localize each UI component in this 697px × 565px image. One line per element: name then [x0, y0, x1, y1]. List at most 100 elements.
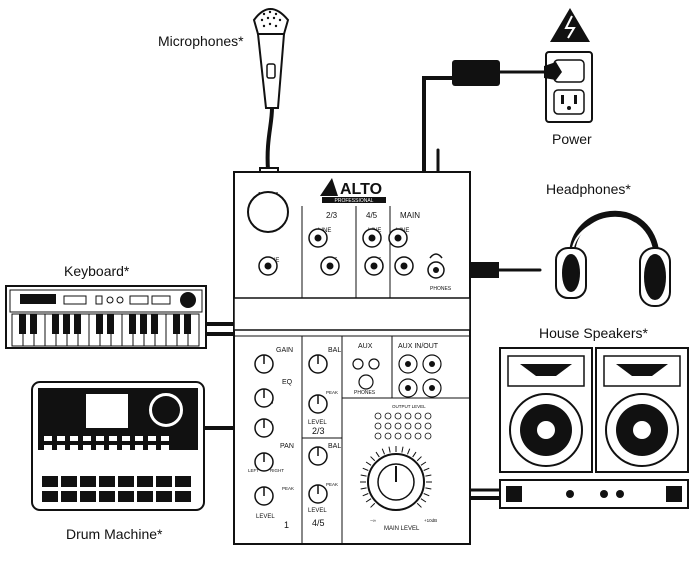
drum-control-button: [57, 436, 65, 441]
label-level-ch23: LEVEL: [308, 420, 327, 426]
output-level-led: [414, 412, 422, 420]
output-level-led: [384, 422, 392, 430]
label-level-ch1: LEVEL: [256, 514, 275, 520]
label-headphones: Headphones*: [546, 181, 631, 197]
main-level-tick: [416, 456, 422, 462]
aux-to-main-button: [368, 358, 380, 370]
drum-control-button: [122, 454, 130, 459]
drum-pad: [175, 476, 191, 487]
mic-input-jack: [247, 191, 289, 233]
main-level-tick: [375, 451, 380, 458]
label-main-level: MAIN LEVEL: [384, 526, 420, 532]
output-level-led: [394, 412, 402, 420]
keyboard-black-key: [184, 314, 191, 334]
keyboard-black-key: [151, 314, 158, 334]
label-phones-top: PHONES: [430, 286, 452, 292]
label-level-ch45: LEVEL: [308, 508, 327, 514]
main-level-tick: [425, 487, 432, 490]
keyboard-black-key: [19, 314, 26, 334]
main-level-tick: [362, 493, 369, 497]
drum-control-button: [96, 454, 104, 459]
main-level-tick: [420, 498, 427, 503]
label-ch45-top: 4/5: [366, 211, 378, 220]
label-microphones: Microphones*: [158, 33, 244, 49]
main-level-tick: [365, 461, 372, 466]
keyboard-black-key: [52, 314, 59, 334]
keyboard-black-key: [96, 314, 103, 334]
label-peak-ch1: PEAK: [282, 486, 294, 491]
main-level-tick: [425, 474, 432, 477]
mixer: ALTO PROFESSIONAL MIC 1 2/3 4/5 MAIN LIN…: [233, 171, 471, 545]
output-level-led: [374, 422, 382, 430]
drum-control-button: [122, 436, 130, 441]
main-level-tick: [420, 461, 427, 466]
mixer-logo: ALTO PROFESSIONAL: [320, 178, 386, 204]
output-level-led: [404, 422, 412, 430]
label-peak-ch23: PEAK: [326, 390, 338, 395]
gain-knob: [254, 354, 274, 374]
main-level-tick: [370, 502, 376, 508]
keyboard-black-key: [74, 314, 81, 334]
label-inf: −∞: [370, 518, 376, 523]
main-level-tick: [381, 448, 385, 455]
power-adapter: [452, 60, 500, 86]
drum-control-button: [70, 454, 78, 459]
main-level-tick: [407, 448, 411, 455]
main-level-tick: [360, 474, 367, 477]
headphone-symbol-icon: [429, 253, 443, 259]
label-aux: AUX: [358, 343, 373, 350]
drum-pad: [137, 491, 153, 502]
main-level-tick: [362, 467, 369, 471]
output-level-led: [394, 422, 402, 430]
drum-control-button: [57, 454, 65, 459]
label-ch23-bottom: 2/3: [312, 426, 325, 436]
drum-control-button: [135, 445, 143, 450]
ch23-bal-knob: [308, 354, 328, 374]
drum-pad: [80, 491, 96, 502]
keyboard-black-key: [63, 314, 70, 334]
main-level-tick: [388, 446, 391, 453]
power-outlet: [544, 8, 593, 123]
output-level-led: [384, 412, 392, 420]
label-eq: EQ: [282, 379, 293, 386]
label-ch45-bottom: 4/5: [312, 518, 325, 528]
keyboard-black-key: [129, 314, 136, 334]
drum-control-button: [109, 436, 117, 441]
drum-control-button: [161, 436, 169, 441]
drum-control-button: [83, 445, 91, 450]
drum-pad: [156, 491, 172, 502]
drum-control-button: [109, 445, 117, 450]
label-output-level: OUTPUT LEVEL: [392, 404, 426, 409]
ch45-bal-knob: [308, 446, 328, 466]
drum-pad: [42, 491, 58, 502]
drum-control-button: [135, 436, 143, 441]
main-level-tick: [401, 446, 404, 453]
label-keyboard: Keyboard*: [64, 263, 130, 279]
output-level-led: [374, 412, 382, 420]
output-level-led: [404, 432, 412, 440]
label-house-speakers: House Speakers*: [539, 325, 648, 341]
label-main-top: MAIN: [400, 211, 420, 220]
drum-control-button: [96, 436, 104, 441]
drum-pad: [80, 476, 96, 487]
drum-pad: [118, 491, 134, 502]
main-level-tick: [416, 502, 422, 508]
output-level-led: [424, 432, 432, 440]
main-level-knob: [360, 446, 432, 511]
drum-pad: [61, 476, 77, 487]
output-level-led: [424, 412, 432, 420]
drum-pad: [42, 476, 58, 487]
ch23-level-knob: [308, 394, 328, 414]
eq-high-knob: [254, 388, 274, 408]
drum-control-button: [44, 436, 52, 441]
drum-control-button: [148, 454, 156, 459]
main-level-tick: [370, 456, 376, 462]
drum-control-button: [122, 445, 130, 450]
drum-control-button: [70, 445, 78, 450]
drum-pad: [61, 491, 77, 502]
label-peak-ch45: PEAK: [326, 482, 338, 487]
ch1-level-knob: [254, 486, 274, 506]
keyboard-black-key: [173, 314, 180, 334]
drum-control-button: [57, 445, 65, 450]
label-bal-2: BAL: [328, 443, 341, 450]
